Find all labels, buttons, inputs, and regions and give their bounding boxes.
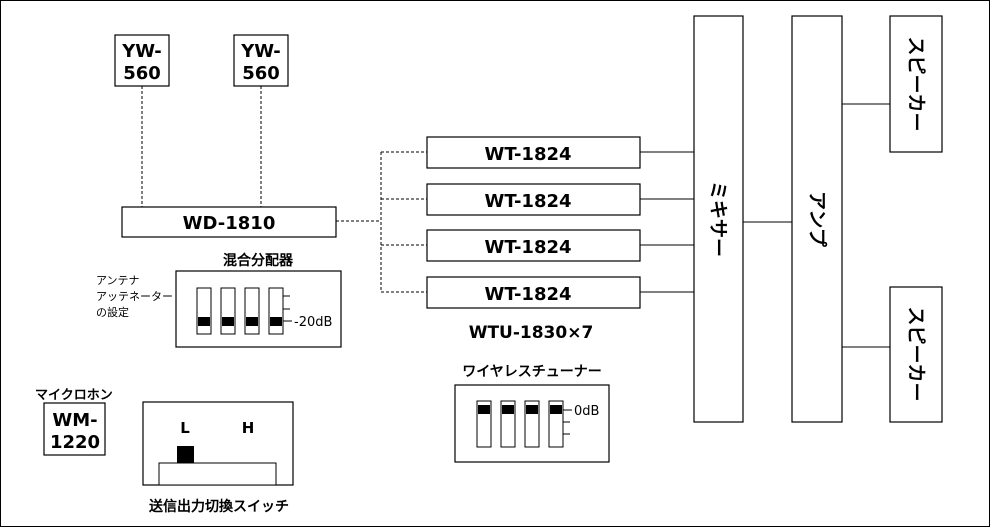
tuner-3-model: WT-1824 <box>484 237 571 258</box>
speaker-1-label: スピーカー <box>905 36 927 131</box>
tuner-4-model: WT-1824 <box>484 284 571 305</box>
tuner-scale-ticks <box>563 409 572 435</box>
amp-label: アンプ <box>806 191 829 248</box>
tuner-2-model: WT-1824 <box>484 191 571 212</box>
attenuator-dip-3[interactable] <box>244 287 260 335</box>
tuner-gain-value: 0dB <box>574 404 599 419</box>
attenuator-setting-label-line3: の設定 <box>96 305 129 319</box>
tuner-dip-1[interactable] <box>476 400 492 448</box>
tuner-4: WT-1824 <box>426 276 641 309</box>
tuner-2: WT-1824 <box>426 183 641 216</box>
output-power-switch: L H <box>142 401 294 486</box>
tuner-dip-4[interactable] <box>548 400 564 448</box>
antenna-yw560-1: YW- 560 <box>114 34 170 87</box>
tuner-1-model: WT-1824 <box>484 144 571 165</box>
attenuation-value: -20dB <box>294 315 332 330</box>
antenna-yw560-2: YW- 560 <box>233 34 289 87</box>
antenna-2-model-line1: YW- <box>240 41 281 62</box>
switch-high-label: H <box>242 419 255 437</box>
mixer-label: ミキサー <box>707 181 729 257</box>
tuner-dip-2[interactable] <box>500 400 516 448</box>
antenna-1-model-line1: YW- <box>121 41 162 62</box>
microphone-model-line1: WM- <box>52 410 97 431</box>
mixer: ミキサー <box>693 15 744 423</box>
attenuator-dip-2[interactable] <box>220 287 236 335</box>
tuner-dip-3[interactable] <box>524 400 540 448</box>
switch-knob[interactable] <box>177 446 194 463</box>
switch-low-label: L <box>180 419 190 437</box>
attenuator-dip-1[interactable] <box>196 287 212 335</box>
microphone-wm1220: WM- 1220 <box>43 402 106 456</box>
tuner-gain-switch-panel: 0dB <box>454 384 610 463</box>
speaker-2-label: スピーカー <box>905 306 927 401</box>
connection-lines <box>141 86 890 348</box>
microphone-name: マイクロホン <box>35 388 113 403</box>
microphone-model-line2: 1220 <box>50 432 100 453</box>
wireless-tuner-name: ワイヤレスチューナー <box>462 364 602 380</box>
attenuator-setting-label-line1: アンテナ <box>96 274 140 287</box>
attenuator-switch-panel: -20dB <box>175 270 342 348</box>
distributor-model: WD-1810 <box>183 213 276 234</box>
amplifier: アンプ <box>791 15 843 423</box>
attenuator-scale-ticks <box>283 295 292 322</box>
tuner-unit-label: WTU-1830×7 <box>469 323 594 343</box>
attenuator-setting-label-line2: アッテネーター <box>96 290 173 303</box>
speaker-1: スピーカー <box>889 15 943 153</box>
output-switch-label: 送信出力切換スイッチ <box>148 498 289 515</box>
distributor-name: 混合分配器 <box>223 252 294 269</box>
distributor-wd1810: WD-1810 <box>121 206 337 238</box>
attenuator-dip-4[interactable] <box>268 287 284 335</box>
tuner-1: WT-1824 <box>426 136 641 169</box>
antenna-1-model-line2: 560 <box>123 63 161 84</box>
tuner-3: WT-1824 <box>426 229 641 262</box>
antenna-2-model-line2: 560 <box>242 63 280 84</box>
speaker-2: スピーカー <box>889 286 943 423</box>
switch-slot <box>158 462 277 486</box>
